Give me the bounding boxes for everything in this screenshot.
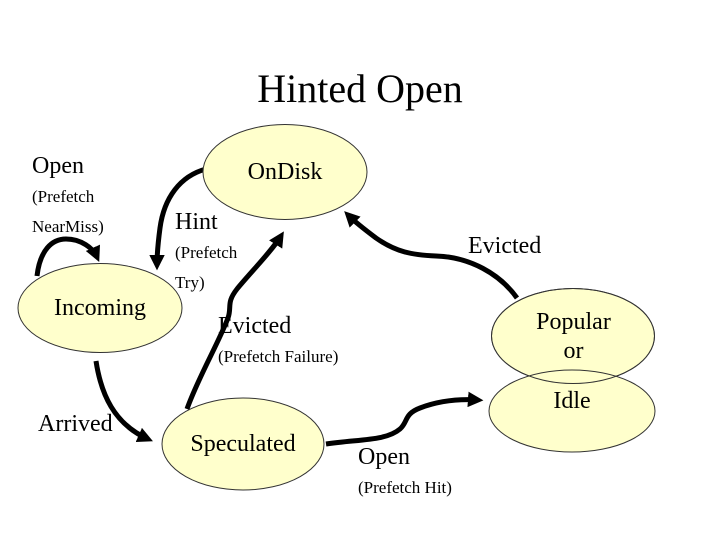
slide-title: Hinted Open — [257, 66, 463, 111]
edge-label-open-hit-line2: (Prefetch Hit) — [358, 478, 452, 497]
edge-label-open-nearmiss-line2: (Prefetch — [32, 187, 95, 206]
edge-label-hint-try-line3: Try) — [175, 273, 205, 292]
node-incoming-shape — [17, 263, 183, 353]
transition-evicted-popular-to-ondisk — [344, 211, 520, 300]
node-speculated-shape — [161, 397, 325, 491]
edge-label-open-nearmiss: Open (Prefetch NearMiss) — [32, 151, 104, 242]
edge-label-arrived: Arrived — [38, 409, 113, 440]
edge-label-open-nearmiss-line1: Open — [32, 153, 84, 179]
transition-evicted-failure-speculated-to-ondisk — [184, 231, 284, 410]
transition-open-hit-speculated-to-idle — [325, 391, 484, 447]
edge-label-hint-try-line1: Hint — [175, 209, 218, 235]
edge-label-arrived-line1: Arrived — [38, 411, 113, 437]
node-ondisk-shape — [202, 124, 368, 220]
node-popular-or-shape — [491, 288, 655, 384]
transition-hint-ondisk-to-incoming — [149, 166, 207, 271]
transition-arrived-incoming-to-speculated — [93, 360, 153, 443]
edge-label-evicted-line1: Evicted — [468, 233, 542, 259]
node-idle-shape — [488, 369, 656, 453]
edge-label-evicted: Evicted — [468, 231, 541, 262]
edge-label-hint-try: Hint (Prefetch Try) — [175, 207, 237, 298]
transition-open-nearmiss-self-loop — [34, 236, 100, 277]
edge-label-hint-try-line2: (Prefetch — [175, 243, 238, 262]
edge-label-evicted-failure-line1: Evicted — [218, 313, 292, 339]
edge-label-evicted-failure-line2: (Prefetch Failure) — [218, 347, 339, 366]
edge-label-evicted-failure: Evicted (Prefetch Failure) — [218, 311, 338, 372]
edge-label-open-hit-line1: Open — [358, 444, 410, 470]
edge-label-open-hit: Open (Prefetch Hit) — [358, 442, 452, 503]
edge-label-open-nearmiss-line3: NearMiss) — [32, 217, 104, 236]
node-popular-or-outline — [491, 288, 655, 384]
